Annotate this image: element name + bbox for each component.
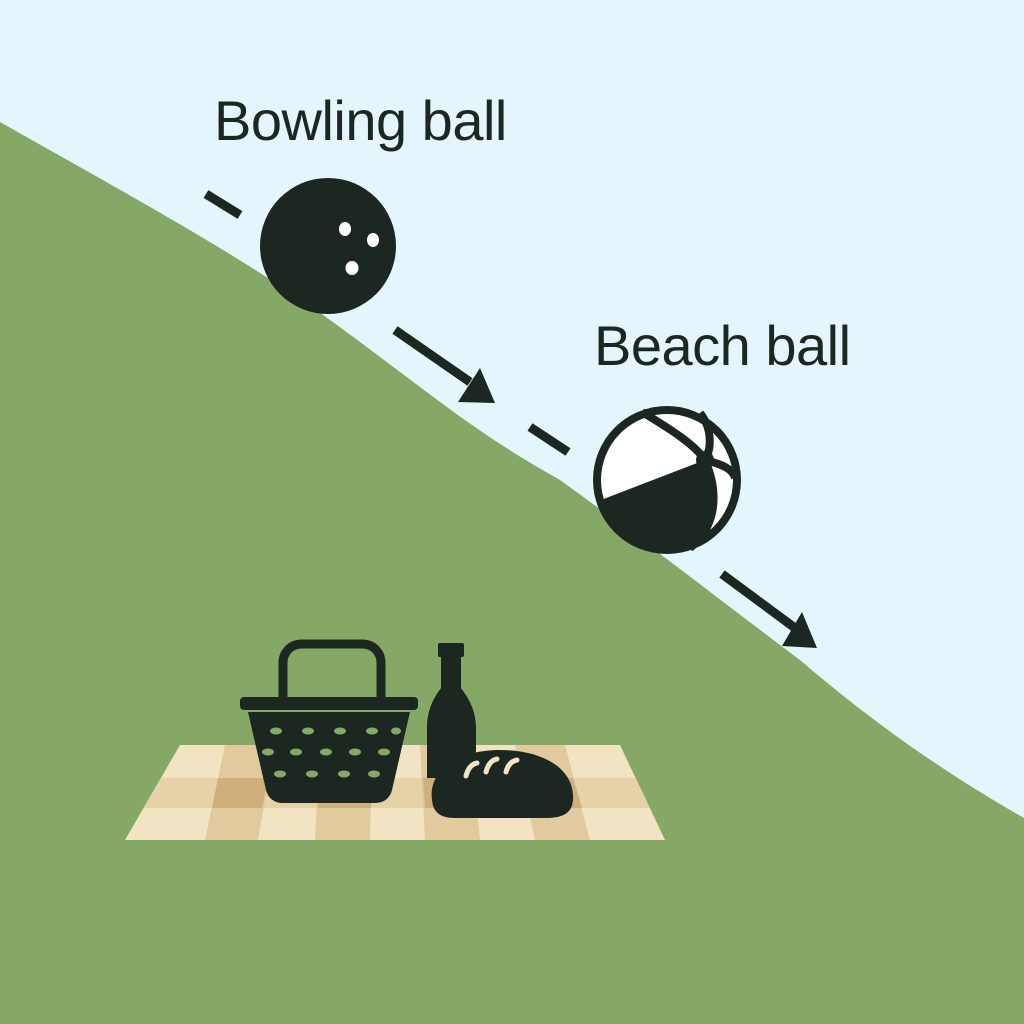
bowling-ball-label: Bowling ball — [214, 89, 507, 152]
bottle-icon — [427, 643, 476, 778]
beach-ball-icon — [593, 406, 741, 554]
beach-ball-label: Beach ball — [594, 314, 851, 377]
picnic-basket-icon — [240, 639, 418, 803]
arrow-icon — [719, 570, 817, 648]
arrow-icon — [392, 326, 495, 403]
motion-dash-1 — [203, 190, 243, 219]
motion-dash-2 — [527, 423, 571, 456]
bowling-ball-icon — [260, 178, 396, 314]
picnic-blanket-icon — [125, 745, 665, 840]
bread-loaf-icon — [431, 750, 574, 818]
